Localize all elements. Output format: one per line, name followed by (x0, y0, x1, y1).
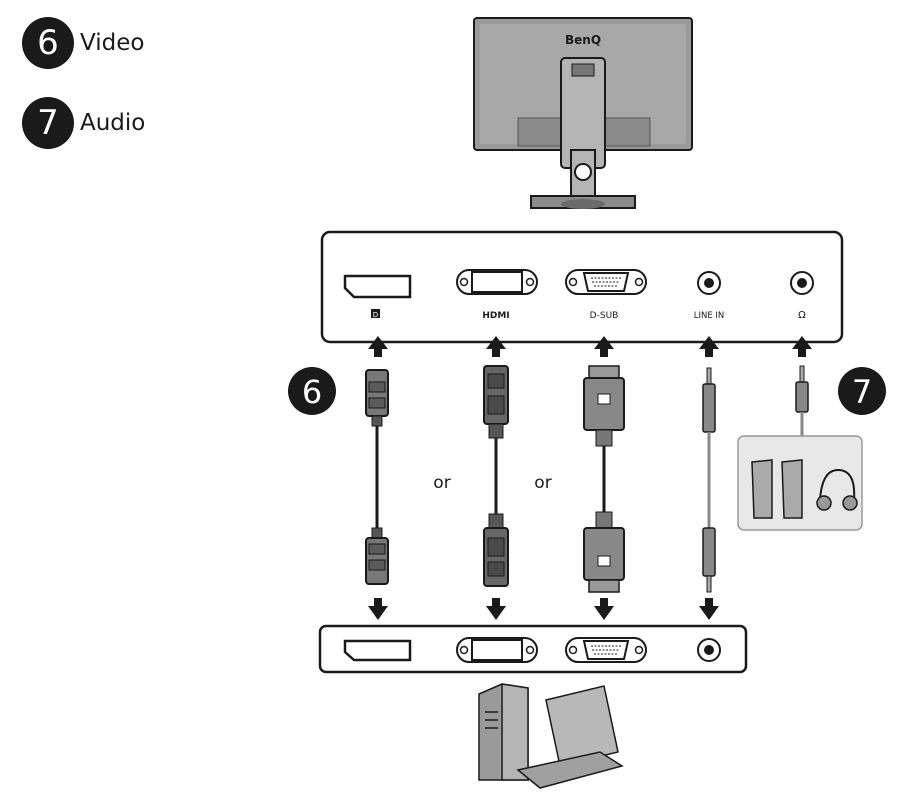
monitor-hdmi-port (456, 269, 538, 295)
monitor-dp-port (343, 274, 412, 299)
pc-dp-port (343, 639, 412, 662)
video-callout-badge (288, 367, 336, 415)
arrow-down-hdmi (486, 598, 506, 620)
speakers-headphones-illustration (737, 435, 863, 531)
monitor-io-panel: D HDMI D-SUB LINE IN Ω (320, 230, 844, 344)
line-in-port-label: LINE IN (694, 311, 725, 321)
arrow-down-line-in (699, 598, 719, 620)
monitor-rear-illustration: BenQ (473, 17, 693, 209)
speaker-left-icon (751, 459, 773, 519)
monitor-dsub-port (565, 269, 647, 295)
pc-io-panel (318, 624, 748, 674)
headphone-audio-cable (795, 365, 809, 436)
arrow-up-hdmi (486, 336, 506, 357)
legend: 6 Video 7 Audio (22, 14, 222, 174)
audio-legend-label: Audio (80, 110, 146, 136)
monitor-headphone-jack (790, 271, 814, 295)
video-number-badge: 6 (22, 17, 74, 69)
pc-hdmi-port (456, 637, 538, 663)
video-callout-number: 6 (302, 373, 322, 411)
speaker-right-icon (781, 459, 803, 519)
audio-callout-number: 7 (852, 373, 872, 411)
desktop-tower-icon (478, 683, 529, 781)
hdmi-port-label: HDMI (482, 311, 509, 321)
dp-logo-icon (371, 309, 380, 318)
line-in-audio-cable (702, 367, 716, 593)
pc-audio-out-jack (697, 638, 721, 662)
pc-dsub-port (565, 637, 647, 663)
monitor-line-in-jack (697, 271, 721, 295)
or-separator-2: or (534, 473, 551, 493)
arrow-up-dp (368, 336, 388, 357)
arrow-up-headphone (792, 336, 812, 357)
dp-port-label: D (373, 311, 378, 319)
legend-item-video: 6 Video (22, 14, 222, 72)
upward-arrows (368, 336, 812, 357)
audio-callout-badge (838, 367, 886, 415)
arrow-down-dsub (594, 598, 614, 620)
computer-illustration (478, 683, 624, 789)
downward-arrows (368, 598, 719, 620)
arrow-down-dp (368, 598, 388, 620)
audio-number-badge: 7 (22, 97, 74, 149)
dsub-cable (583, 365, 625, 593)
monitor-brand-logo: BenQ (565, 33, 601, 47)
or-separator-1: or (433, 473, 450, 493)
video-legend-label: Video (80, 30, 145, 56)
headphone-icon: Ω (798, 310, 806, 321)
dsub-port-label: D-SUB (590, 311, 619, 321)
laptop-icon (516, 685, 624, 789)
headphones-icon (816, 468, 858, 511)
displayport-cable (365, 369, 389, 585)
arrow-up-line-in (699, 336, 719, 357)
legend-item-audio: 7 Audio (22, 94, 222, 152)
hdmi-cable (483, 365, 509, 587)
arrow-up-dsub (594, 336, 614, 357)
